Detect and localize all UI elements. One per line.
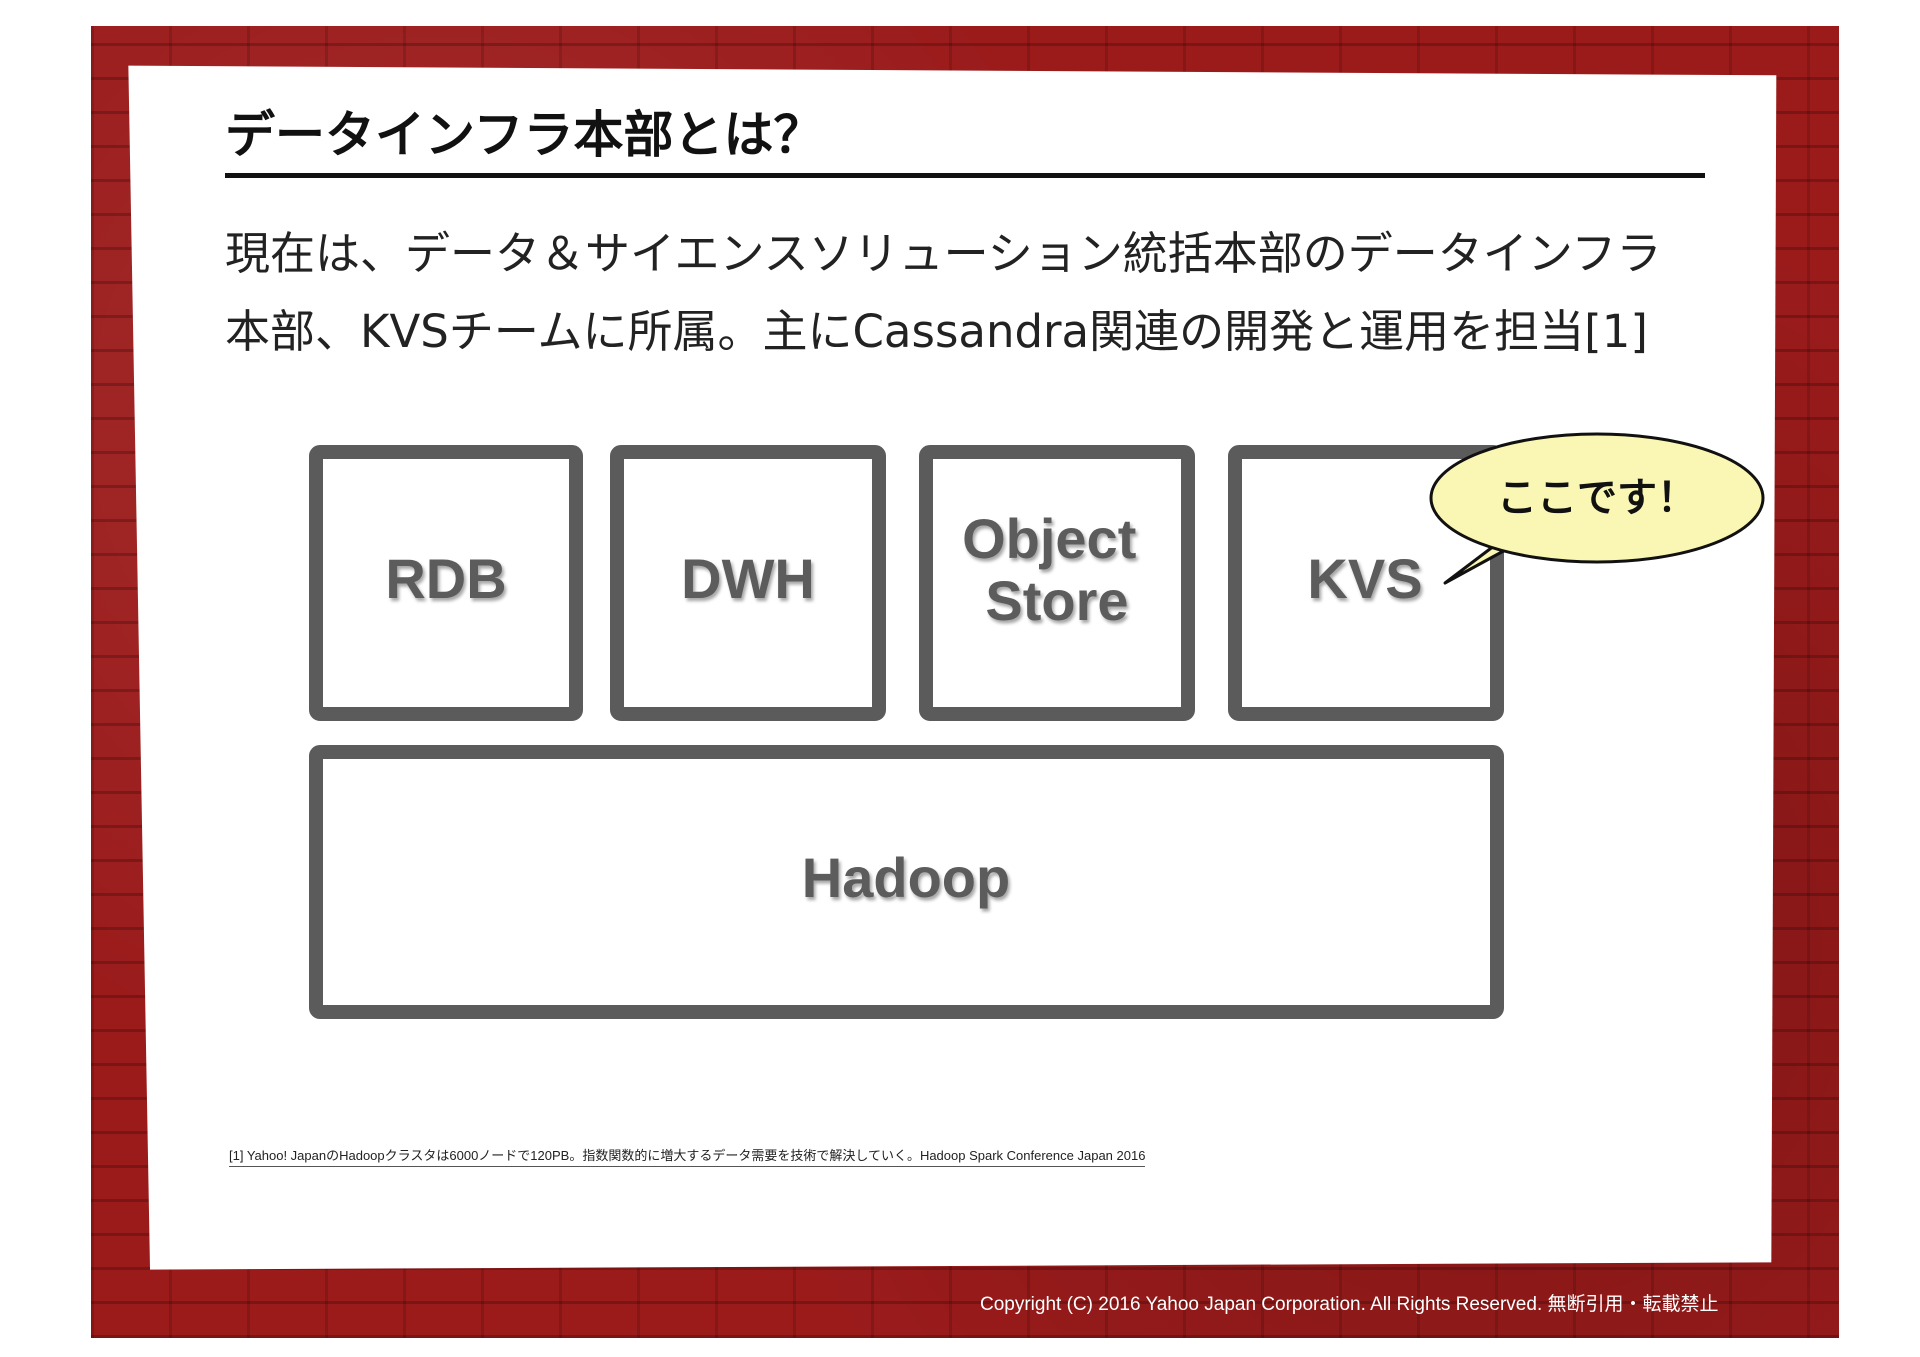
- callout-label: ここです！: [1497, 475, 1697, 521]
- slide-title: データインフラ本部とは？: [225, 106, 824, 164]
- architecture-diagram: RDB DWH Object Store KVS Hadoop ここです！: [309, 432, 1765, 1019]
- box-object-store-label-line-2: Store: [985, 569, 1128, 632]
- box-kvs-label-line-1: KVS: [1307, 547, 1422, 610]
- callout-bubble: ここです！: [1429, 432, 1765, 585]
- box-rdb: RDB: [309, 445, 583, 721]
- box-object-store-label-line-1: Object: [962, 507, 1136, 570]
- box-rdb-label-line-1: RDB: [385, 547, 506, 610]
- copyright-notice: Copyright (C) 2016 Yahoo Japan Corporati…: [980, 1294, 1719, 1315]
- intro-line-1: 現在は、データ＆サイエンスソリューション統括本部のデータインフラ: [225, 227, 1662, 280]
- box-object-store-frame: [919, 445, 1195, 721]
- box-hadoop-frame: [309, 745, 1504, 1019]
- box-object-store: Object Store: [919, 445, 1195, 721]
- box-dwh: DWH: [610, 445, 886, 721]
- box-hadoop: Hadoop: [309, 745, 1504, 1019]
- box-dwh-label-line-1: DWH: [681, 547, 815, 610]
- intro-text: 現在は、データ＆サイエンスソリューション統括本部のデータインフラ 本部、KVSチ…: [225, 215, 1705, 371]
- box-dwh-label: DWH: [681, 547, 815, 610]
- box-hadoop-label: Hadoop: [802, 846, 1010, 909]
- box-dwh-frame: [610, 445, 886, 721]
- intro-line-2: 本部、KVSチームに所属。主にCassandra関連の開発と運用を担当[1]: [225, 305, 1648, 358]
- box-hadoop-label-line-1: Hadoop: [802, 846, 1010, 909]
- title-underline: [225, 173, 1705, 178]
- box-kvs-frame: [1228, 445, 1504, 721]
- callout-tail-join: [1511, 527, 1532, 545]
- box-rdb-frame: [309, 445, 583, 721]
- box-kvs-label: KVS: [1307, 547, 1422, 610]
- box-kvs: KVS: [1228, 445, 1504, 721]
- box-object-store-label: Object Store: [962, 507, 1152, 632]
- box-rdb-label: RDB: [385, 547, 506, 610]
- footnote: [1] Yahoo! JapanのHadoopクラスタは6000ノードで120P…: [229, 1147, 1146, 1167]
